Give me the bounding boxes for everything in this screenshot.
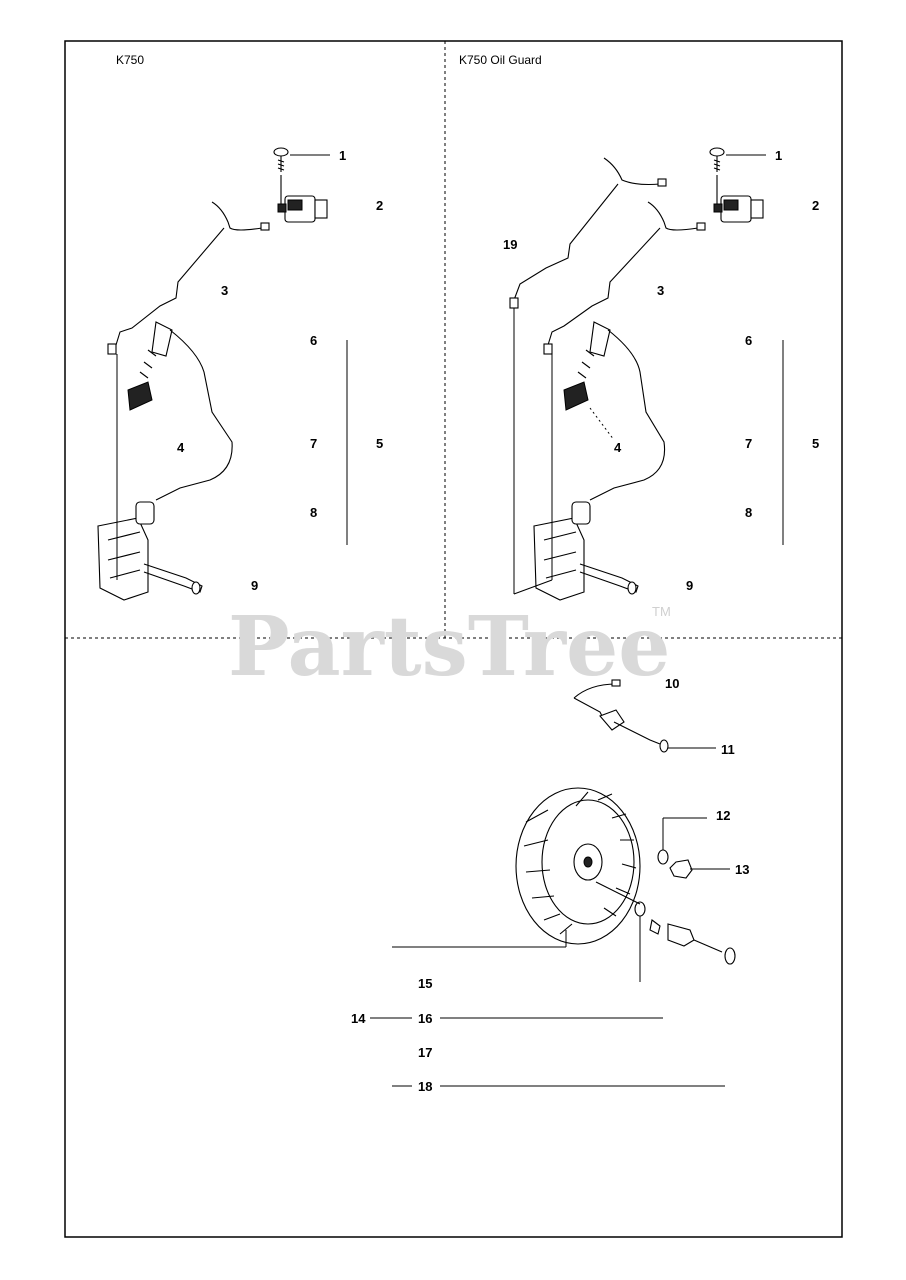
callout-15: 15 xyxy=(418,976,432,991)
spark-plug-icon xyxy=(563,321,666,501)
watermark-trademark: TM xyxy=(652,604,671,619)
section-title-k750: K750 xyxy=(116,53,144,67)
watermark-text: PartsTree xyxy=(228,599,670,695)
screw-icon xyxy=(709,147,725,172)
callout-11: 11 xyxy=(721,742,735,757)
switch-icon xyxy=(277,175,328,223)
callout-5: 5 xyxy=(376,436,383,451)
callout-3: 3 xyxy=(657,283,664,298)
cable-icon xyxy=(547,201,699,346)
callout-1: 1 xyxy=(775,148,782,163)
callout-14: 14 xyxy=(351,1011,366,1026)
callout-12: 12 xyxy=(716,808,730,823)
callout-6: 6 xyxy=(310,333,317,348)
callout-7: 7 xyxy=(745,436,752,451)
callout-8: 8 xyxy=(310,505,317,520)
bottom-panel: 10 11 12 13 15 14 16 17 18 xyxy=(351,676,749,1094)
switch-icon xyxy=(713,175,764,223)
right-panel: 1 2 19 3 4 5 6 7 8 9 xyxy=(503,147,819,601)
callout-4: 4 xyxy=(614,440,622,455)
callout-2: 2 xyxy=(376,198,383,213)
callout-3: 3 xyxy=(221,283,228,298)
callout-19: 19 xyxy=(503,237,517,252)
callout-9: 9 xyxy=(686,578,693,593)
callout-5: 5 xyxy=(812,436,819,451)
bolt-icon xyxy=(693,939,723,953)
callout-17: 17 xyxy=(418,1045,432,1060)
ground-wire-icon xyxy=(573,679,669,753)
washer-icon xyxy=(634,901,646,917)
washer-icon xyxy=(657,849,669,865)
left-panel: 1 2 3 4 5 6 7 8 9 xyxy=(97,147,383,601)
cable-icon xyxy=(115,201,263,346)
screw-icon xyxy=(273,147,289,172)
callout-1: 1 xyxy=(339,148,346,163)
callout-4: 4 xyxy=(177,440,185,455)
callout-13: 13 xyxy=(735,862,749,877)
ignition-module-icon xyxy=(97,501,203,601)
callout-18: 18 xyxy=(418,1079,432,1094)
callout-6: 6 xyxy=(745,333,752,348)
callout-7: 7 xyxy=(310,436,317,451)
ignition-module-icon xyxy=(533,501,639,601)
flywheel-icon xyxy=(515,787,641,945)
section-title-k750-oil-guard: K750 Oil Guard xyxy=(459,53,542,67)
nut-icon xyxy=(669,859,693,879)
callout-9: 9 xyxy=(251,578,258,593)
spark-plug-icon xyxy=(127,321,233,501)
diagram-frame xyxy=(64,40,843,1238)
oil-guard-cable-icon xyxy=(513,157,661,301)
callout-8: 8 xyxy=(745,505,752,520)
callout-10: 10 xyxy=(665,676,679,691)
callout-2: 2 xyxy=(812,198,819,213)
plate-icon xyxy=(667,923,695,947)
callout-16: 16 xyxy=(418,1011,432,1026)
